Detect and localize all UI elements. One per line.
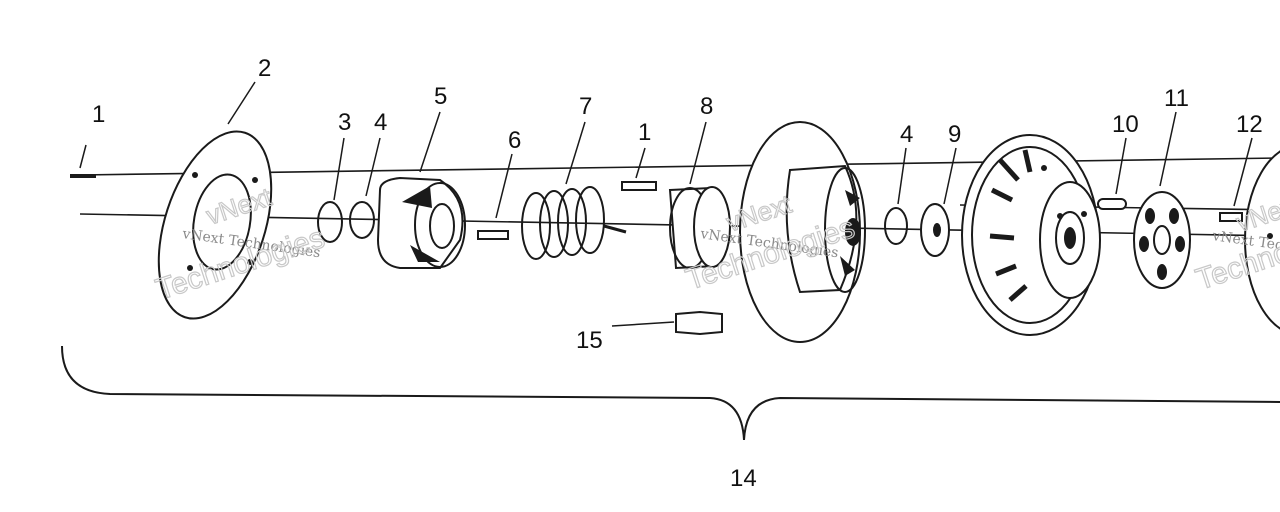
callout-12: 12 [1236, 111, 1263, 138]
part-11-spider [1133, 111, 1191, 289]
callout-3: 3 [338, 109, 351, 136]
callout-15: 15 [576, 327, 603, 354]
callout-2: 2 [258, 55, 271, 82]
callout-10: 10 [1112, 111, 1139, 138]
part-5-helix-cam [376, 111, 466, 269]
part-12-screw [1219, 137, 1253, 222]
callout-6: 6 [508, 127, 521, 154]
callout-5: 5 [434, 83, 447, 110]
part-8-bushing [668, 121, 731, 270]
callout-4-right: 4 [900, 121, 913, 148]
part-9-thrust-washer [920, 147, 957, 257]
callout-14: 14 [730, 465, 757, 492]
part-1-pin-left [70, 144, 96, 178]
callout-9: 9 [948, 121, 961, 148]
callout-labels: 1 2 3 4 5 6 7 1 8 4 9 10 11 12 15 14 [92, 55, 1263, 492]
part-13-cover-partial [1244, 150, 1280, 330]
stationary-sheave [739, 121, 866, 343]
part-1-bolt-middle [621, 147, 657, 191]
callout-8: 8 [700, 93, 713, 120]
part-15-grease-fitting [611, 310, 723, 336]
assembly-brace [61, 345, 1280, 441]
part-4-washer-right [884, 147, 908, 245]
part-6-pin [477, 153, 513, 240]
movable-sheave [961, 134, 1101, 336]
callout-7: 7 [579, 93, 592, 120]
part-10-roller-pin [1097, 137, 1127, 210]
part-3-snap-ring [317, 137, 345, 243]
part-7-spring [521, 121, 627, 260]
part-4-washer-left [349, 137, 381, 239]
callout-1-middle: 1 [638, 119, 651, 146]
callout-11: 11 [1164, 85, 1189, 112]
part-2-cover-plate [157, 81, 273, 320]
callout-1-left: 1 [92, 101, 105, 128]
callout-4-left: 4 [374, 109, 387, 136]
